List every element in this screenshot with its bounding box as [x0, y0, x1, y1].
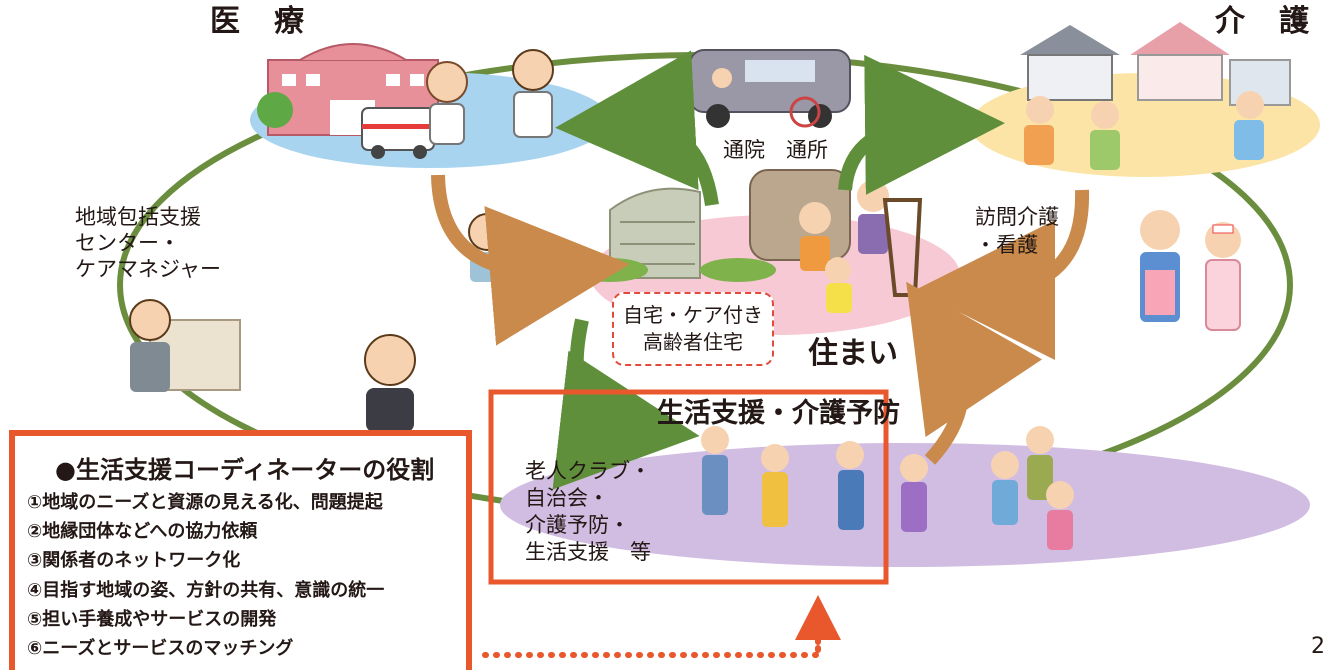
activity-line-4: 生活支援 等 [525, 540, 651, 564]
activity-line-3: 介護予防・ [525, 513, 630, 537]
van-icon [689, 49, 851, 128]
ambulance-icon [361, 107, 435, 159]
activity-line-1: 老人クラブ・ [525, 459, 651, 483]
visit-label-line-2: ・看護 [975, 233, 1038, 257]
elderly-exercise-icon [701, 426, 1074, 550]
arrow-support-to-home [906, 281, 1043, 465]
arrow-home-to-support [552, 318, 700, 490]
care-heading: 介 護 [1215, 4, 1311, 39]
apartment-icon [609, 187, 701, 279]
role-item: ①地域のニーズと資源の見える化、問題提起 [27, 492, 383, 513]
arrow-home-to-care [838, 54, 1005, 195]
page-number: 2 [1311, 634, 1325, 659]
pointer-triangle [795, 595, 841, 640]
arrow-home-to-medical [555, 50, 719, 207]
community-center-line-3: ケアマネジャー [75, 257, 221, 281]
role-item: ⑥ニーズとサービスのマッチング [27, 638, 294, 660]
role-item: ④目指す地域の姿、方針の共有、意識の統一 [27, 579, 385, 601]
housing-sign-line-2: 高齢者住宅 [643, 330, 743, 354]
tree-icon [257, 92, 293, 128]
activity-line-2: 自治会・ [525, 486, 609, 510]
nurse-icon [1205, 222, 1241, 331]
community-center-line-2: センター・ [75, 231, 180, 255]
community-center-line-1: 地域包括支援 [75, 205, 201, 229]
arrow-medical-to-home [431, 174, 630, 346]
doctor-icon [426, 49, 554, 145]
support-title: 生活支援・介護予防 [657, 398, 900, 429]
medical-heading: 医 療 [210, 4, 306, 39]
housing-sign: 自宅・ケア付き 高齢者住宅 [612, 292, 774, 366]
coordinator-title: ●生活支援コーディネーターの役割 [55, 456, 435, 484]
wheelchair-icon [712, 68, 821, 128]
visit-label-line-1: 訪問介護 [975, 205, 1059, 229]
role-item: ③関係者のネットワーク化 [27, 550, 241, 572]
role-item: ⑤担い手養成やサービスの開発 [27, 608, 277, 630]
coordinator-icon [129, 299, 416, 432]
housing-sign-line-1: 自宅・ケア付き [623, 303, 763, 327]
housing-label: 住まい [808, 336, 898, 371]
support-frame [488, 389, 889, 585]
role-item: ②地縁団体などへの協力依頼 [27, 521, 258, 543]
house-icon [1020, 22, 1291, 106]
coordinator-role-list: ①地域のニーズと資源の見える化、問題提起 ②地縁団体などへの協力依頼 ③関係者の… [27, 488, 384, 663]
coordinator-role-box: ●生活支援コーディネーターの役割 ①地域のニーズと資源の見える化、問題提起 ②地… [9, 430, 472, 670]
caregiver-icon [1024, 91, 1264, 322]
transport-label: 通院 通所 [723, 138, 828, 162]
